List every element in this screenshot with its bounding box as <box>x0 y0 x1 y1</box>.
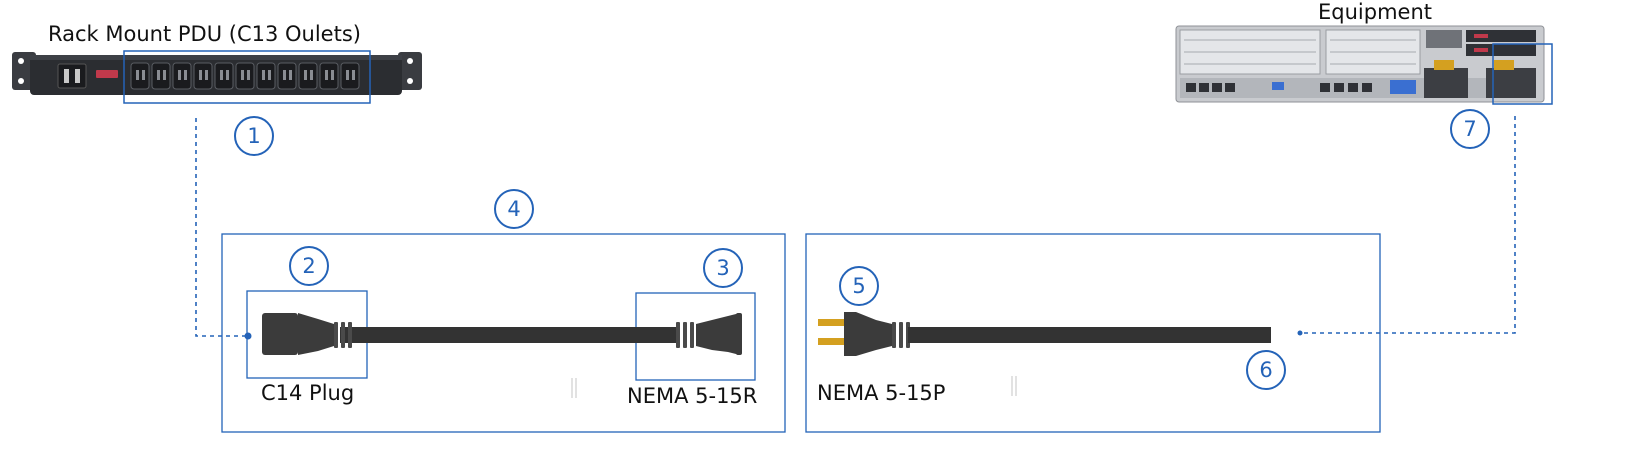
plug-end-dot <box>1297 330 1303 336</box>
callout-4: 4 <box>494 189 534 229</box>
cable-plug-frame <box>805 233 1381 433</box>
callout-1: 1 <box>234 116 274 156</box>
callout-3: 3 <box>703 248 743 288</box>
separator-mark-2 <box>1011 376 1017 396</box>
server-rear-icon <box>1175 25 1545 103</box>
callout-2: 2 <box>289 246 329 286</box>
c14-plug-label: C14 Plug <box>261 381 355 405</box>
callout-6: 6 <box>1246 350 1286 390</box>
psu-highlight <box>1492 43 1553 105</box>
nema-515p-label: NEMA 5-15P <box>817 381 946 405</box>
nema-515r-connector-icon <box>676 313 742 355</box>
pdu-label: Rack Mount PDU (C13 Oulets) <box>48 22 361 46</box>
nema-515r-label: NEMA 5-15R <box>627 384 758 408</box>
callout-5: 5 <box>839 266 879 306</box>
c14-junction-dot <box>244 332 252 340</box>
nema-515p-plug-icon <box>818 312 910 356</box>
cable-assembly-frame <box>221 233 786 433</box>
callout-7: 7 <box>1450 109 1490 149</box>
pdu-to-c14-dashed-line <box>195 118 248 337</box>
rack-pdu-icon <box>12 52 422 95</box>
separator-mark-1 <box>571 378 577 398</box>
equipment-to-plug-dashed-line <box>1300 116 1516 334</box>
equipment-label: Equipment <box>1318 0 1432 24</box>
cable-segment-2 <box>908 327 1271 343</box>
c14-plug-icon <box>262 313 352 355</box>
pdu-outlets-highlight <box>123 50 371 104</box>
cable-segment-1 <box>340 327 680 343</box>
